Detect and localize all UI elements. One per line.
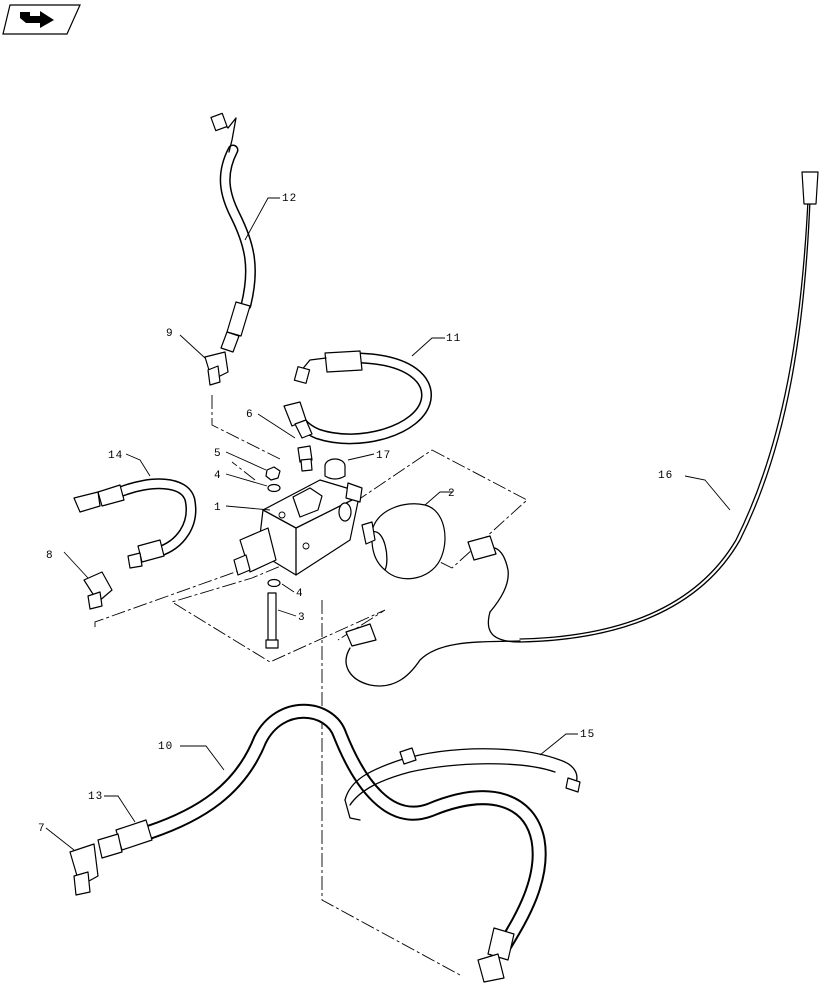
callout-11: 11 <box>446 333 461 345</box>
plug-17 <box>324 458 346 480</box>
callout-8: 8 <box>46 550 54 562</box>
callout-6: 6 <box>246 409 254 421</box>
bracket-15 <box>344 747 581 821</box>
assembly-centerlines <box>94 395 528 976</box>
nut-5 <box>265 466 281 481</box>
callout-4-top: 4 <box>214 470 222 482</box>
callout-5: 5 <box>214 448 222 460</box>
callout-7: 7 <box>38 823 46 835</box>
bolt-3 <box>265 592 279 649</box>
hose-11 <box>283 350 432 445</box>
callout-9: 9 <box>166 328 174 340</box>
valve-block-1 <box>233 479 363 576</box>
washer-4-top <box>267 483 281 493</box>
callout-1: 1 <box>214 502 222 514</box>
callout-14: 14 <box>108 450 123 462</box>
fitting-6 <box>297 445 313 472</box>
hose-12 <box>210 112 256 353</box>
hose-10 <box>97 703 547 983</box>
callout-2: 2 <box>448 488 456 500</box>
hose-14 <box>73 478 197 569</box>
callout-labels: 12 9 11 6 17 14 5 4 1 2 8 4 3 16 15 10 1… <box>38 193 673 835</box>
callout-4-bottom: 4 <box>296 588 304 600</box>
fitting-8 <box>83 571 113 610</box>
fitting-7 <box>69 843 99 896</box>
washer-4-bottom <box>267 578 281 588</box>
back-button[interactable] <box>2 4 81 35</box>
callout-15: 15 <box>580 729 595 741</box>
callout-10: 10 <box>158 741 173 753</box>
callout-3: 3 <box>298 612 306 624</box>
callout-13: 13 <box>88 791 103 803</box>
return-arrow-icon <box>20 11 54 28</box>
callout-16: 16 <box>658 470 673 482</box>
harness-16 <box>345 171 819 687</box>
fitting-9 <box>204 351 229 386</box>
callout-12: 12 <box>282 193 297 205</box>
accumulator-2 <box>361 503 446 580</box>
callout-17: 17 <box>376 450 391 462</box>
leader-lines <box>45 197 731 851</box>
